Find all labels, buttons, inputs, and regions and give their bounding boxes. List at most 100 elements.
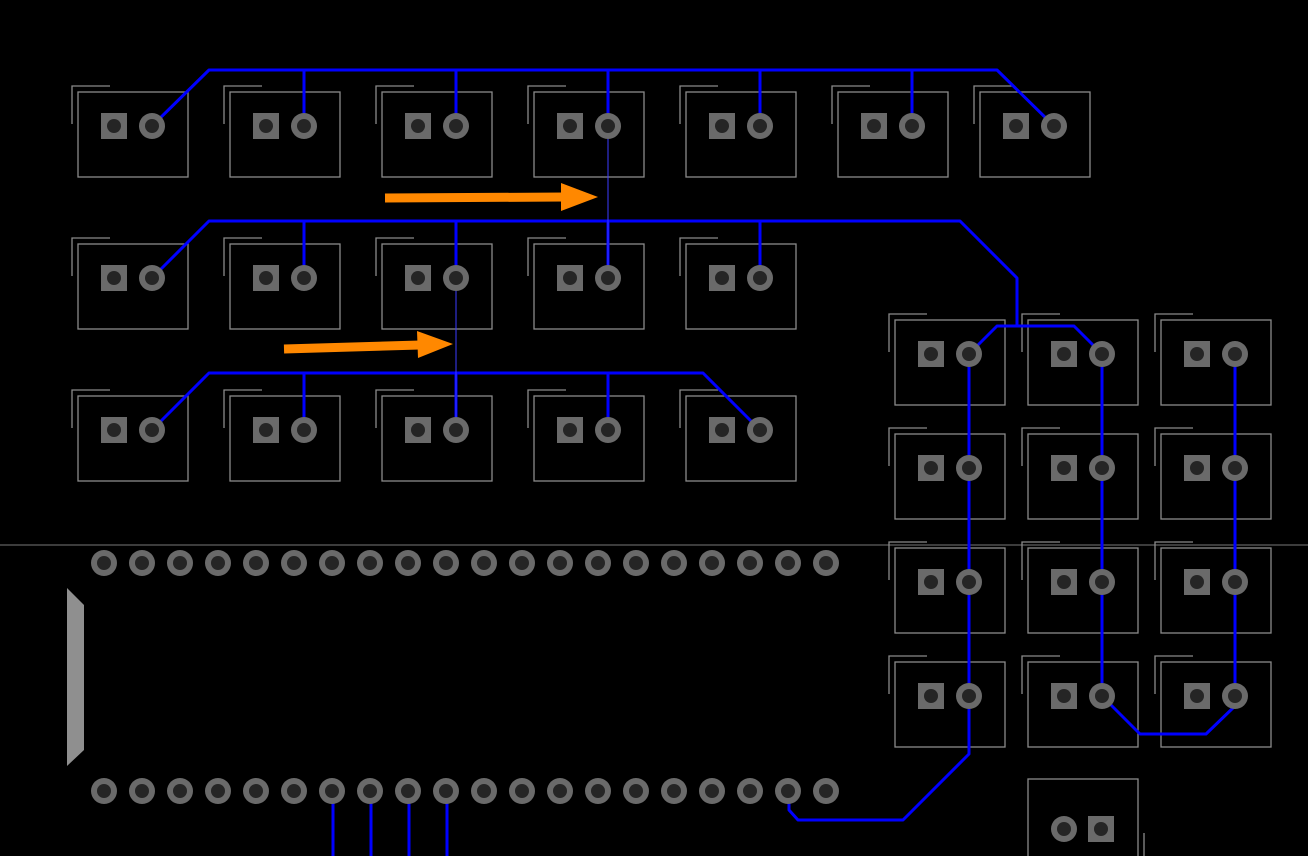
component-outline[interactable] <box>533 91 645 178</box>
silkscreen-corner <box>1154 313 1193 352</box>
drill-hole <box>325 556 339 570</box>
silkscreen-corner <box>1021 541 1060 580</box>
drill-hole <box>1228 689 1242 703</box>
component-outline[interactable] <box>1027 547 1139 634</box>
trace-keypad-link[interactable] <box>967 324 1104 356</box>
component-outline[interactable] <box>1160 433 1272 520</box>
drill-hole <box>401 556 415 570</box>
component-outline[interactable] <box>894 661 1006 748</box>
trace-keypad-col-2[interactable] <box>1100 354 1237 736</box>
silkscreen-corner <box>888 541 927 580</box>
drill-hole <box>515 556 529 570</box>
drill-hole <box>411 271 425 285</box>
component-outline[interactable] <box>685 91 797 178</box>
drill-hole <box>1094 822 1108 836</box>
drill-hole <box>515 784 529 798</box>
drill-hole <box>135 556 149 570</box>
drill-hole <box>924 689 938 703</box>
silkscreen-corner <box>71 85 110 124</box>
drill-hole <box>924 461 938 475</box>
drill-hole <box>1057 347 1071 361</box>
drill-hole <box>629 784 643 798</box>
component-outline[interactable] <box>77 395 189 482</box>
drill-hole <box>1095 689 1109 703</box>
drill-hole <box>1009 119 1023 133</box>
component-outline[interactable] <box>894 547 1006 634</box>
arrow-head-icon <box>417 331 453 358</box>
silkscreen-corner <box>223 389 262 428</box>
drill-hole <box>601 271 615 285</box>
component-outline[interactable] <box>1027 778 1139 856</box>
drill-hole <box>297 119 311 133</box>
trace-row-1[interactable] <box>150 68 1056 128</box>
trace-row-2[interactable] <box>150 219 1019 326</box>
drill-hole <box>145 119 159 133</box>
component-outline[interactable] <box>229 243 341 330</box>
drill-hole <box>753 423 767 437</box>
component-outline[interactable] <box>381 91 493 178</box>
component-outline[interactable] <box>1160 547 1272 634</box>
component-outline[interactable] <box>894 433 1006 520</box>
arrow-shaft <box>384 192 566 203</box>
component-outline[interactable] <box>533 243 645 330</box>
component-outline[interactable] <box>837 91 949 178</box>
drill-hole <box>1190 575 1204 589</box>
drill-hole <box>107 271 121 285</box>
drill-hole <box>591 556 605 570</box>
drill-hole <box>1095 347 1109 361</box>
drill-hole <box>173 784 187 798</box>
component-outline[interactable] <box>229 395 341 482</box>
silkscreen-corner <box>1021 427 1060 466</box>
drill-hole <box>477 556 491 570</box>
drill-hole <box>449 423 463 437</box>
drill-hole <box>145 271 159 285</box>
component-outline[interactable] <box>685 395 797 482</box>
drill-hole <box>363 556 377 570</box>
drill-hole <box>1095 575 1109 589</box>
drill-hole <box>753 119 767 133</box>
silkscreen-corner <box>831 85 870 124</box>
component-outline[interactable] <box>229 91 341 178</box>
silkscreen-corner <box>888 313 927 352</box>
arrow-head-icon <box>561 183 598 211</box>
drill-hole <box>667 784 681 798</box>
drill-hole <box>962 689 976 703</box>
drill-hole <box>259 119 273 133</box>
component-outline[interactable] <box>381 395 493 482</box>
component-outline[interactable] <box>1160 661 1272 748</box>
drill-hole <box>107 423 121 437</box>
silkscreen-corner <box>71 237 110 276</box>
silkscreen-corner <box>888 655 927 694</box>
component-outline[interactable] <box>894 319 1006 406</box>
drill-hole <box>1228 575 1242 589</box>
drill-hole <box>781 784 795 798</box>
drill-hole <box>259 271 273 285</box>
silkscreen-corner <box>71 389 110 428</box>
component-outline[interactable] <box>1027 319 1139 406</box>
component-outline[interactable] <box>1160 319 1272 406</box>
drill-hole <box>411 423 425 437</box>
silkscreen-corner <box>888 427 927 466</box>
component-outline[interactable] <box>1027 661 1139 748</box>
drill-hole <box>819 556 833 570</box>
drill-hole <box>753 271 767 285</box>
component-outline[interactable] <box>77 91 189 178</box>
drill-hole <box>705 784 719 798</box>
drill-hole <box>325 784 339 798</box>
component-outline[interactable] <box>685 243 797 330</box>
drill-hole <box>249 784 263 798</box>
component-outline[interactable] <box>77 243 189 330</box>
drill-hole <box>629 556 643 570</box>
drill-hole <box>667 556 681 570</box>
component-outline[interactable] <box>1027 433 1139 520</box>
drill-hole <box>249 556 263 570</box>
drill-hole <box>449 119 463 133</box>
drill-hole <box>211 784 225 798</box>
drill-hole <box>1190 689 1204 703</box>
drill-hole <box>962 461 976 475</box>
drill-hole <box>107 119 121 133</box>
component-outline[interactable] <box>533 395 645 482</box>
component-outline[interactable] <box>979 91 1091 178</box>
component-outline[interactable] <box>381 243 493 330</box>
